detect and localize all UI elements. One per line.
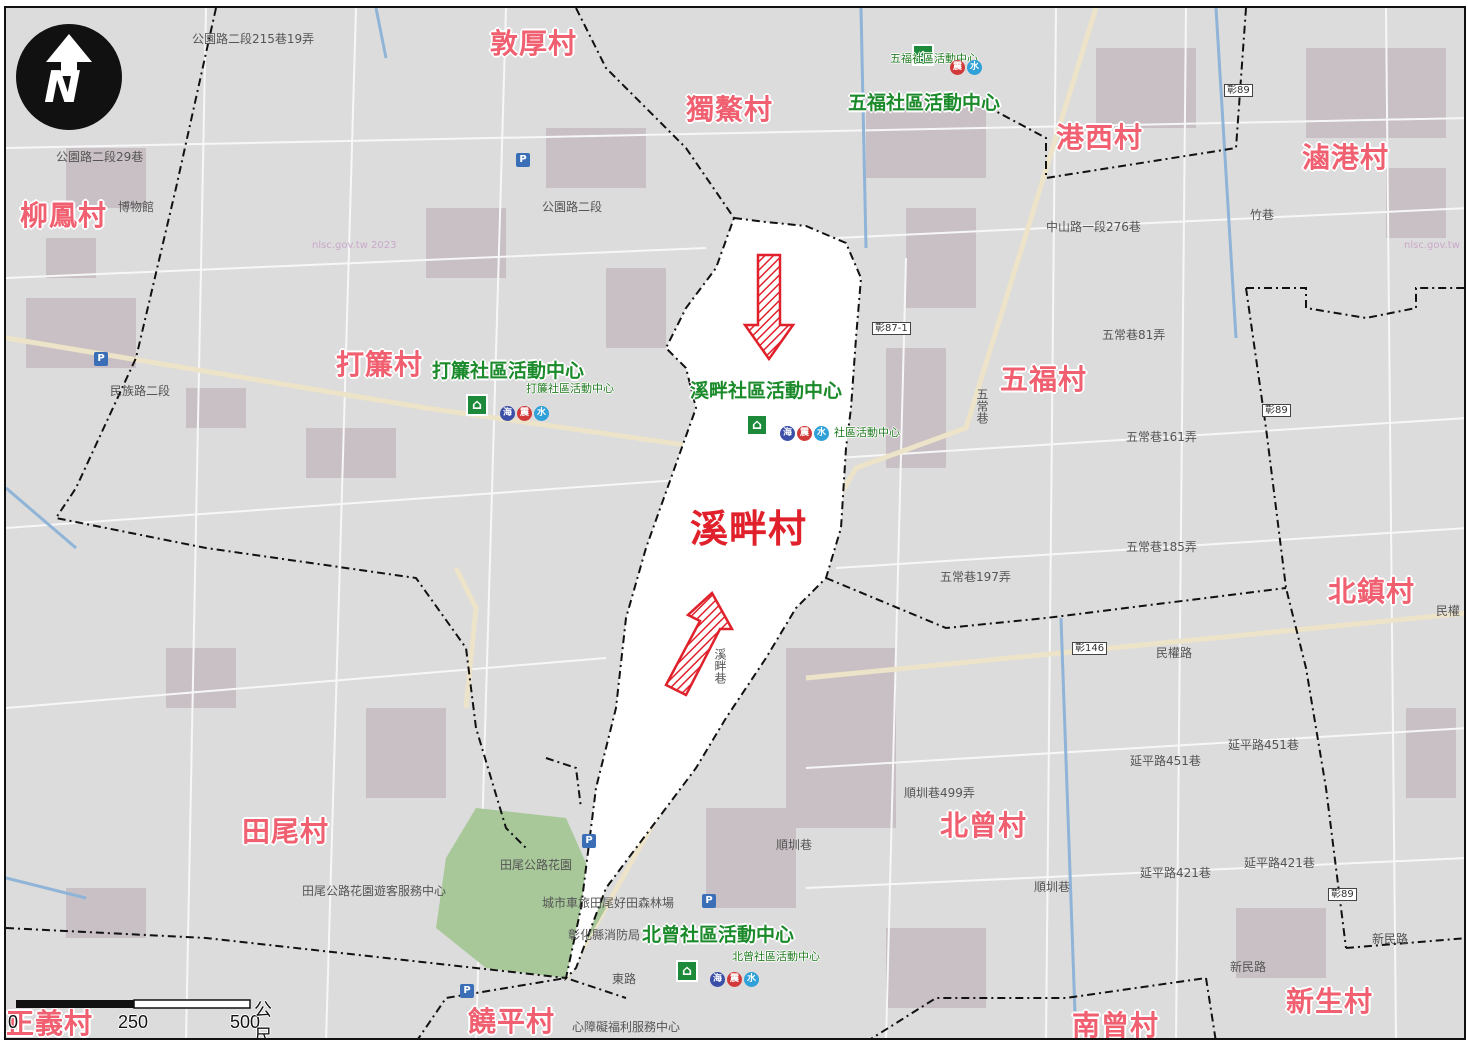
road-label: 中山路一段276巷 [1046, 220, 1141, 234]
road-label: 五常巷185弄 [1126, 540, 1197, 554]
quake-badge-icon: 震 [727, 972, 742, 987]
road-label: 博物館 [118, 200, 155, 214]
sea-badge-icon: 海 [500, 406, 515, 421]
village-label: 新生村 [1286, 985, 1374, 1018]
community-center-small-label: 五福社區活動中心 [890, 52, 978, 65]
road-label: 公園路二段 [542, 200, 603, 214]
route-shield: 彰89 [1224, 84, 1253, 97]
village-label: 港西村 [1056, 121, 1144, 154]
road-label: 民族路二段 [110, 384, 171, 398]
community-center-small-label: 打簾社區活動中心 [526, 382, 614, 395]
road-label: 彰化縣消防局 [568, 928, 641, 942]
shelter-icon[interactable]: ⌂ [466, 394, 488, 416]
village-label: 田尾村 [242, 815, 330, 848]
water-badge-icon: 水 [814, 426, 829, 441]
route-shield: 彰146 [1072, 642, 1108, 655]
road-label: 五常巷197弄 [940, 570, 1011, 584]
village-label: 南曾村 [1072, 1009, 1160, 1040]
scale-label-0: 0 [8, 1012, 19, 1032]
inbound-arrow-up-icon [664, 591, 735, 697]
road-label: 公園路二段215巷19弄 [192, 32, 315, 46]
road-label: 公園路二段29巷 [56, 150, 144, 164]
route-shield: 彰89 [1262, 404, 1291, 417]
village-label: 五福村 [1000, 363, 1088, 396]
map-base-layer [6, 8, 1464, 1038]
road-label: 城市車旅田尾好田森林場 [542, 896, 675, 910]
road-label: 民權路 [1156, 646, 1193, 660]
water-badge-icon: 水 [967, 60, 982, 75]
quake-badge-icon: 震 [797, 426, 812, 441]
shelter-icon[interactable]: ⌂ [746, 414, 768, 436]
village-label: 正義村 [6, 1007, 94, 1040]
route-shield: 彰87-1 [872, 322, 911, 335]
community-center-label: 五福社區活動中心 [848, 92, 1001, 114]
road-label: 民權 [1436, 604, 1461, 618]
road-label: 田尾公路花園 [500, 858, 573, 872]
parking-icon: P [94, 352, 108, 366]
quake-badge-icon: 震 [517, 406, 532, 421]
road-label: 新民路 [1372, 932, 1409, 946]
road-label: 心障礙福利服務中心 [572, 1020, 681, 1034]
road-label: 新民路 [1230, 960, 1267, 974]
road-label: 順圳巷 [1034, 880, 1071, 894]
north-arrow-icon: N [16, 24, 122, 130]
road-label: 溪畔巷 [713, 648, 727, 684]
road-label: 延平路421巷 [1140, 866, 1211, 880]
parking-icon: P [460, 984, 474, 998]
scale-label-500: 500 [230, 1012, 261, 1032]
road-label: 延平路421巷 [1244, 856, 1315, 870]
road-label: 五常巷161弄 [1126, 430, 1197, 444]
village-label: 獨鰲村 [686, 93, 774, 126]
road-label: 延平路451巷 [1130, 754, 1201, 768]
community-center-label: 北曾社區活動中心 [642, 924, 795, 946]
village-label: 敦厚村 [490, 27, 578, 60]
community-center-small-label: 社區活動中心 [834, 426, 900, 439]
route-shield: 彰89 [1328, 888, 1357, 901]
parking-icon: P [702, 894, 716, 908]
north-letter: N [44, 62, 81, 113]
village-label: 北鎮村 [1328, 575, 1416, 608]
target-village-label: 溪畔村 [690, 507, 808, 551]
village-label: 打簾村 [336, 348, 424, 381]
sea-badge-icon: 海 [710, 972, 725, 987]
village-label: 饒平村 [468, 1005, 556, 1038]
community-center-label: 打簾社區活動中心 [432, 360, 585, 382]
sea-badge-icon: 海 [780, 426, 795, 441]
scale-label-250: 250 [118, 1012, 149, 1032]
road-label: 竹巷 [1250, 208, 1275, 222]
map-canvas[interactable]: N 敦厚村 獨鰲村 港西村 滷港村 柳鳳村 打簾村 五福村 北鎮村 田尾村 北曾… [4, 6, 1466, 1040]
quake-badge-icon: 震 [950, 60, 965, 75]
watermark: nlsc.gov.tw [1404, 240, 1460, 251]
watermark: nlsc.gov.tw 2023 [312, 240, 397, 251]
water-badge-icon: 水 [744, 972, 759, 987]
road-label: 五常巷 [975, 388, 989, 424]
parking-icon: P [582, 834, 596, 848]
road-label: 順圳巷499弄 [904, 786, 975, 800]
village-label: 滷港村 [1302, 141, 1390, 174]
water-badge-icon: 水 [534, 406, 549, 421]
scale-unit: 公尺 [254, 1000, 272, 1040]
village-label: 柳鳳村 [20, 199, 108, 232]
parking-icon: P [516, 153, 530, 167]
community-center-label: 溪畔社區活動中心 [690, 380, 843, 402]
shelter-icon[interactable]: ⌂ [912, 44, 934, 66]
road-label: 延平路451巷 [1228, 738, 1299, 752]
road-label: 東路 [612, 972, 637, 986]
road-label: 田尾公路花園遊客服務中心 [302, 884, 447, 898]
inbound-arrow-down-icon [742, 253, 796, 362]
community-center-small-label: 北曾社區活動中心 [732, 950, 820, 963]
village-label: 北曾村 [940, 809, 1028, 842]
road-label: 五常巷81弄 [1102, 328, 1166, 342]
shelter-icon[interactable]: ⌂ [676, 960, 698, 982]
road-label: 順圳巷 [776, 838, 813, 852]
